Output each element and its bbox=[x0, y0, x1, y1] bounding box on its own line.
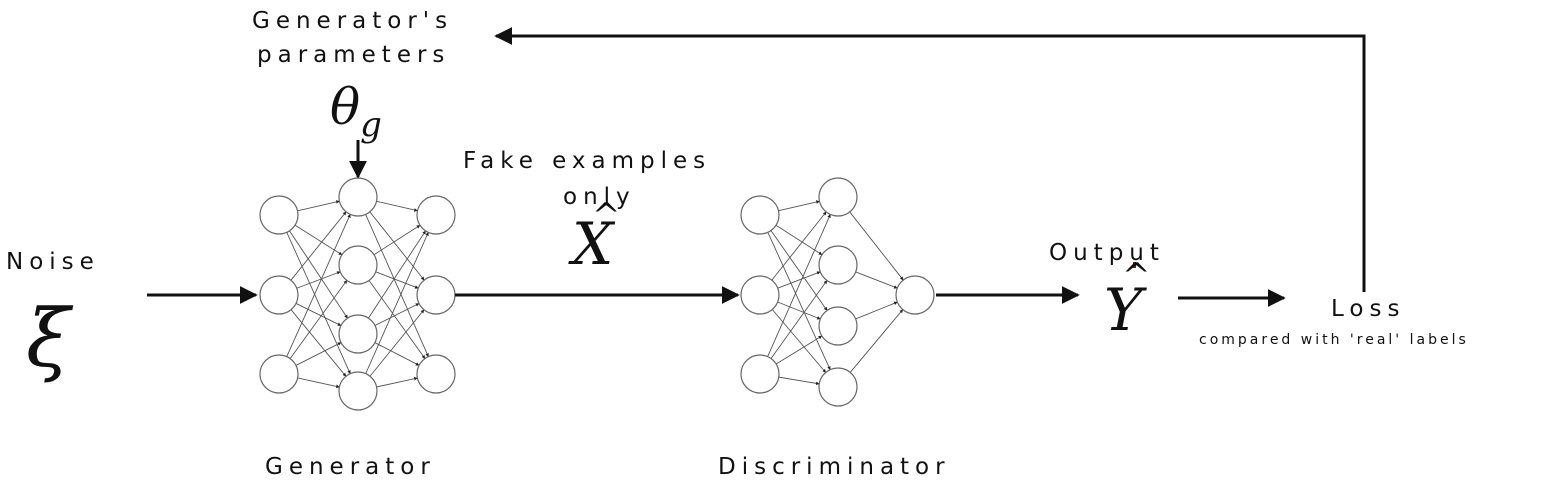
generator-connection bbox=[376, 200, 418, 212]
generator-neuron-layer-2 bbox=[338, 177, 378, 217]
generator-connection bbox=[286, 214, 351, 357]
generator-connection bbox=[375, 271, 419, 289]
noise-label: Noise bbox=[6, 249, 100, 275]
generator-connection bbox=[286, 232, 351, 374]
discriminator-neuron-layer-2 bbox=[818, 306, 858, 346]
discriminator-connection bbox=[775, 224, 823, 256]
discriminator-connection bbox=[767, 214, 831, 357]
generator-connection bbox=[369, 309, 425, 377]
discriminator-connection bbox=[775, 335, 823, 365]
generator-connection bbox=[289, 230, 348, 319]
generator-connection bbox=[289, 280, 348, 359]
discriminator-connection bbox=[778, 376, 820, 386]
discriminator-connection bbox=[778, 200, 820, 212]
generator-connection bbox=[368, 230, 426, 319]
generator-connection bbox=[365, 214, 429, 357]
generator-network bbox=[259, 177, 456, 411]
discriminator-connection bbox=[855, 301, 898, 320]
generator-connections bbox=[286, 200, 429, 389]
discriminator-neuron-layer-1 bbox=[740, 275, 780, 315]
generator-connection bbox=[295, 342, 342, 366]
discriminator-connection bbox=[849, 309, 904, 373]
discriminator-network bbox=[740, 177, 935, 407]
generator-connection bbox=[290, 309, 347, 377]
generator-params-label-line2: parameters bbox=[257, 42, 451, 68]
theta-g-symbol: θg bbox=[330, 78, 382, 145]
discriminator-neuron-layer-1 bbox=[740, 354, 780, 394]
generator-neuron-layer-3 bbox=[416, 195, 456, 235]
discriminator-connection bbox=[849, 211, 904, 281]
generator-connection bbox=[374, 342, 420, 366]
generator-connection bbox=[369, 211, 425, 281]
generator-neuron-layer-1 bbox=[259, 354, 299, 394]
discriminator-neuron-layer-2 bbox=[818, 367, 858, 407]
discriminator-connection bbox=[855, 271, 898, 289]
theta-subscript: g bbox=[360, 105, 382, 145]
generator-neuron-layer-1 bbox=[259, 275, 299, 315]
generator-connection bbox=[295, 303, 342, 326]
generator-params-label-line1: Generator's bbox=[252, 8, 454, 34]
y-hat-accent: ^ bbox=[1122, 256, 1151, 296]
generator-label: Generator bbox=[265, 454, 436, 480]
fake-examples-label-line2: only bbox=[563, 184, 636, 210]
discriminator-neuron-layer-2 bbox=[818, 177, 858, 217]
y-letter: Y bbox=[1104, 276, 1143, 344]
x-hat-symbol: ^ X bbox=[572, 196, 621, 278]
loss-note: compared with 'real' labels bbox=[1199, 332, 1469, 348]
generator-connection bbox=[376, 376, 418, 388]
generator-connection bbox=[374, 303, 420, 326]
discriminator-connection bbox=[767, 232, 831, 371]
discriminator-connections bbox=[767, 200, 904, 386]
output-label: Output bbox=[1049, 240, 1165, 266]
generator-connection bbox=[296, 271, 341, 289]
x-letter: X bbox=[572, 210, 614, 278]
discriminator-connection bbox=[770, 230, 828, 311]
generator-connection bbox=[368, 280, 426, 359]
discriminator-neuron-layer-2 bbox=[818, 245, 858, 285]
generator-neuron-layer-3 bbox=[416, 275, 456, 315]
generator-neuron-layer-1 bbox=[259, 195, 299, 235]
generator-neuron-layer-2 bbox=[338, 371, 378, 411]
discriminator-neuron-layer-3 bbox=[895, 275, 935, 315]
fake-examples-label-line1: Fake examples bbox=[463, 148, 712, 174]
loss-label: Loss bbox=[1331, 296, 1406, 322]
discriminator-connection bbox=[771, 309, 827, 373]
generator-connection bbox=[365, 232, 429, 374]
xi-symbol: ξ bbox=[26, 292, 71, 385]
discriminator-connection bbox=[771, 211, 827, 281]
generator-connection bbox=[373, 224, 421, 256]
x-hat-accent: ^ bbox=[592, 196, 621, 236]
generator-connection bbox=[297, 200, 340, 212]
discriminator-connection bbox=[777, 271, 821, 289]
generator-neuron-layer-2 bbox=[338, 314, 378, 354]
output-mark bbox=[1133, 262, 1136, 268]
generator-connection bbox=[297, 377, 340, 389]
generator-neuron-layer-2 bbox=[338, 245, 378, 285]
generator-neuron-layer-3 bbox=[416, 354, 456, 394]
y-hat-symbol: ^ Y bbox=[1104, 256, 1151, 344]
discriminator-neuron-layer-1 bbox=[740, 195, 780, 235]
discriminator-connection bbox=[770, 280, 828, 359]
generator-connection bbox=[290, 211, 347, 281]
theta-symbol: θ bbox=[330, 78, 361, 136]
loss-feedback-arrow bbox=[494, 27, 1366, 292]
discriminator-connection bbox=[777, 301, 821, 320]
discriminator-label: Discriminator bbox=[718, 454, 951, 480]
